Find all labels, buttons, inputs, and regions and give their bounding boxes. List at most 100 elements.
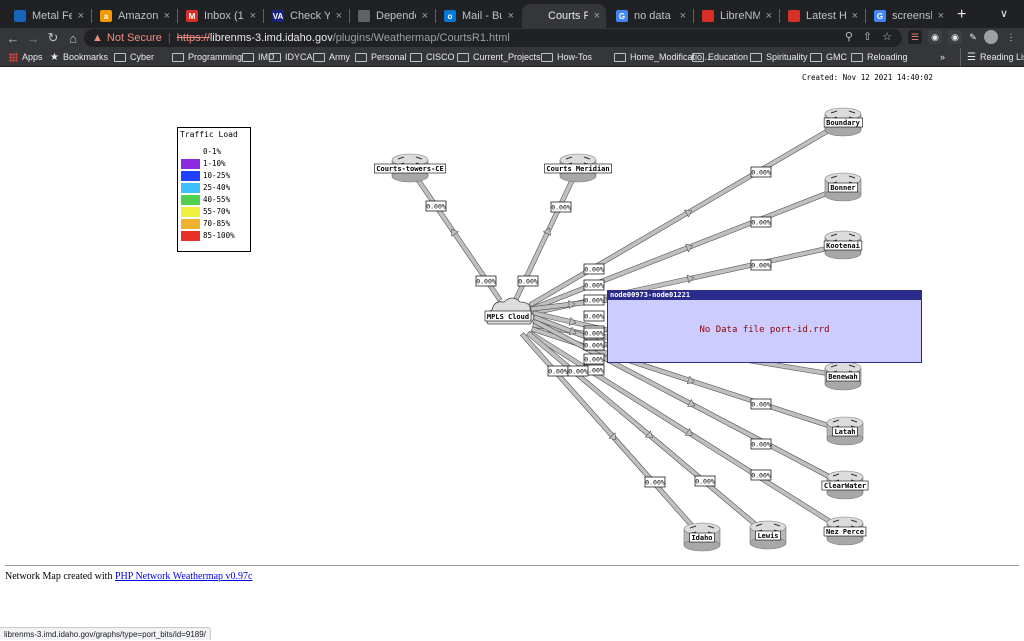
address-bar[interactable]: ▲ Not Secure | https:// librenms-3.imd.i… [84, 29, 902, 47]
bandwidth-label: 0.00% [695, 476, 715, 486]
router-node[interactable]: Courts Meridian [544, 154, 611, 182]
tab-favicon-icon: M [186, 10, 198, 22]
extension-icon-3[interactable]: ◉ [948, 30, 962, 44]
bookmark-folder-14[interactable]: GMC [810, 48, 847, 66]
tab-9[interactable]: Latest Help t × [780, 4, 864, 28]
new-tab-button[interactable]: + [957, 6, 966, 24]
router-node[interactable]: Bonner [825, 173, 861, 201]
extensions-puzzle-icon[interactable]: ✎ [966, 30, 980, 44]
tab-close-icon[interactable]: × [250, 10, 256, 22]
tab-close-icon[interactable]: × [508, 10, 514, 22]
address-path: /plugins/Weathermap/CourtsR1.html [333, 32, 510, 44]
extension-icon-1[interactable]: ☰ [908, 30, 922, 44]
share-icon[interactable]: ⇧ [863, 30, 872, 43]
router-node[interactable]: Latah [827, 417, 863, 445]
bookmark-folder-9[interactable]: Current_Projects [457, 48, 541, 66]
extension-icon-2[interactable]: ◉ [928, 30, 942, 44]
router-node[interactable]: ClearWater [822, 471, 868, 499]
tab-8[interactable]: LibreNMS× [694, 4, 778, 28]
home-icon[interactable]: ⌂ [64, 28, 82, 48]
bookmark-1[interactable]: ★ Bookmarks [50, 48, 108, 66]
bookmarks-star-icon: ★ [50, 52, 59, 63]
bookmark-star-icon[interactable]: ☆ [882, 30, 892, 43]
tab-close-icon[interactable]: × [766, 10, 772, 22]
tab-10[interactable]: Gscreenshot m× [866, 4, 950, 28]
tab-close-icon[interactable]: × [938, 10, 944, 22]
router-node[interactable]: Benewah [825, 362, 861, 390]
tab-close-icon[interactable]: × [78, 10, 84, 22]
folder-icon [457, 53, 469, 62]
bookmark-folder-6[interactable]: Army [313, 48, 350, 66]
tab-close-icon[interactable]: × [422, 10, 428, 22]
tab-close-icon[interactable]: × [852, 10, 858, 22]
back-arrow-icon[interactable]: ← [4, 28, 22, 48]
bookmark-0[interactable]: Apps [9, 48, 43, 66]
bookmark-folder-12[interactable]: Education [692, 48, 748, 66]
tab-close-icon[interactable]: × [680, 10, 686, 22]
bookmark-folder-7[interactable]: Personal [355, 48, 407, 66]
tab-3[interactable]: VACheck Your P× [264, 4, 348, 28]
bandwidth-label-text: 0.00% [751, 262, 771, 270]
bookmark-folder-3[interactable]: Programming [172, 48, 242, 66]
bandwidth-label-text: 0.00% [584, 266, 604, 274]
tab-close-icon[interactable]: × [594, 10, 600, 22]
tab-strip: Metal Fencing×aAmazon.com×MInbox (1,768)… [0, 0, 1024, 28]
bookmark-folder-2[interactable]: Cyber [114, 48, 154, 66]
tab-title: Courts R1 [548, 10, 588, 22]
tab-6[interactable]: Courts R1 × [522, 4, 606, 28]
bookmark-folder-8[interactable]: CISCO [410, 48, 455, 66]
bookmark-label: Programming [188, 52, 242, 62]
address-divider: | [168, 32, 171, 44]
bandwidth-label-text: 0.00% [551, 204, 571, 212]
folder-icon [242, 53, 254, 62]
tab-5[interactable]: oMail - Buckin× [436, 4, 520, 28]
bandwidth-label-text: 0.00% [584, 330, 604, 338]
browser-menu-icon[interactable]: ⋮ [1004, 30, 1018, 44]
bookmark-label: GMC [826, 52, 847, 62]
tab-favicon-icon: a [100, 10, 112, 22]
tab-0[interactable]: Metal Fencing× [6, 4, 90, 28]
bandwidth-label-text: 0.00% [751, 169, 771, 177]
bookmark-folder-13[interactable]: Spirituality [750, 48, 808, 66]
mpls-cloud-node[interactable]: MPLS Cloud [485, 298, 534, 324]
tab-2[interactable]: MInbox (1,768)× [178, 4, 262, 28]
bookmark-label: Personal [371, 52, 407, 62]
reload-icon[interactable]: ↻ [44, 28, 62, 48]
reading-list-button[interactable]: ☰ Reading List [960, 48, 1024, 66]
bookmark-label: Education [708, 52, 748, 62]
router-node[interactable]: Lewis [750, 521, 786, 549]
bandwidth-label: 0.00% [751, 217, 771, 227]
reading-list-icon: ☰ [967, 52, 976, 63]
tab-title: Latest Help t [806, 10, 846, 22]
tab-search-icon[interactable]: ∨ [1000, 7, 1008, 20]
bandwidth-label-text: 0.00% [751, 441, 771, 449]
bookmark-folder-5[interactable]: IDYCA [269, 48, 313, 66]
profile-avatar[interactable] [984, 30, 998, 44]
tab-4[interactable]: Dependents× [350, 4, 434, 28]
forward-arrow-icon[interactable]: → [24, 28, 42, 48]
tab-title: no data file p [634, 10, 674, 22]
router-node[interactable]: Nez Perce [824, 517, 866, 545]
router-label: ClearWater [824, 482, 866, 490]
weathermap-link[interactable]: PHP Network Weathermap v0.97c [115, 571, 253, 582]
bandwidth-label-text: 0.00% [476, 278, 496, 286]
zoom-icon[interactable]: ⚲ [845, 30, 853, 43]
router-node[interactable]: Boundary [824, 108, 863, 136]
not-secure-label[interactable]: Not Secure [107, 32, 162, 44]
bookmark-label: Bookmarks [63, 52, 108, 62]
router-node[interactable]: Idaho [684, 523, 720, 551]
bandwidth-label-text: 0.00% [518, 278, 538, 286]
bandwidth-label: 0.00% [584, 311, 604, 321]
tab-close-icon[interactable]: × [336, 10, 342, 22]
router-node[interactable]: Courts-towers-CE [374, 154, 445, 182]
bookmark-folder-10[interactable]: How-Tos [541, 48, 592, 66]
folder-icon [410, 53, 422, 62]
router-node[interactable]: Kootenai [824, 231, 862, 259]
bookmark-folder-15[interactable]: Reloading [851, 48, 908, 66]
tab-close-icon[interactable]: × [164, 10, 170, 22]
status-bar-url: librenms-3.imd.idaho.gov/graphs/type=por… [0, 627, 211, 640]
tab-favicon-icon: G [874, 10, 886, 22]
bookmarks-overflow-chevron[interactable]: » [940, 48, 945, 66]
tab-1[interactable]: aAmazon.com× [92, 4, 176, 28]
tab-7[interactable]: Gno data file p× [608, 4, 692, 28]
